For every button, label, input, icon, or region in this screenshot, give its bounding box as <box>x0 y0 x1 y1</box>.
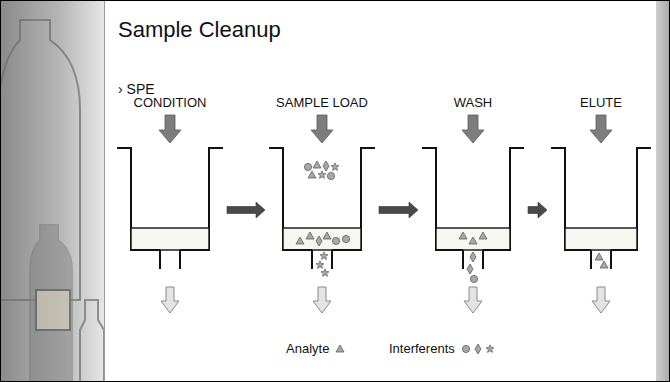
interferent-particle <box>470 275 477 282</box>
interferent-particle <box>475 344 481 354</box>
analyte-particle <box>296 237 304 244</box>
cartridge-base <box>436 249 463 251</box>
cartridge-tip <box>179 250 181 269</box>
analyte-particle <box>308 171 316 178</box>
cartridge-base <box>565 249 591 251</box>
step-arrow <box>227 202 265 218</box>
step-label: WASH <box>421 95 525 111</box>
step-label: SAMPLE LOAD <box>268 95 376 111</box>
interferent-particle <box>332 237 339 244</box>
legend-label: Interferents <box>389 341 455 357</box>
analyte-particle <box>479 232 487 239</box>
cartridge-rim <box>551 147 566 149</box>
sorbent-bed <box>283 228 361 250</box>
interferent-particle <box>318 171 326 179</box>
step-arrow <box>528 202 547 218</box>
interferent-particle <box>470 252 476 262</box>
interferent-particle <box>323 161 329 171</box>
flow-arrow <box>159 115 181 143</box>
cartridge-base <box>283 249 312 251</box>
cartridge-tip <box>331 250 333 269</box>
bottle-photo <box>0 20 104 382</box>
legend-entry: Analyte <box>286 341 347 357</box>
flow-arrow <box>462 115 484 143</box>
cartridge-tip <box>482 250 484 269</box>
cartridge-drawing <box>116 95 224 317</box>
flow-arrow <box>464 287 482 313</box>
interferent-particle <box>304 163 311 170</box>
spe-step: WASH <box>421 95 525 317</box>
interferent-particle <box>462 345 469 352</box>
cartridge-base <box>611 249 637 251</box>
cartridge-base <box>483 249 510 251</box>
flow-arrow <box>313 287 331 313</box>
spe-step: CONDITION <box>116 95 224 317</box>
flow-arrow <box>311 115 333 143</box>
particles <box>595 253 608 268</box>
analyte-particle <box>306 232 314 239</box>
analyte-particle <box>595 253 603 260</box>
cartridge-tip <box>159 250 161 269</box>
cartridge-tip <box>610 250 612 269</box>
particles <box>459 232 487 283</box>
spe-cartridge <box>269 115 375 313</box>
flow-arrow <box>161 287 179 313</box>
analyte-particle <box>313 161 321 168</box>
cartridge-drawing <box>421 95 525 317</box>
legend-label: Analyte <box>286 341 329 357</box>
cartridge-base <box>180 249 209 251</box>
cartridge-base <box>131 249 160 251</box>
cartridge-rim <box>117 147 132 149</box>
analyte-particle <box>469 237 477 244</box>
cartridge-rim <box>422 147 437 149</box>
analyte-particle <box>336 345 344 352</box>
spe-step: ELUTE <box>550 95 652 317</box>
spe-cartridge <box>117 115 223 313</box>
particles <box>296 161 350 276</box>
cartridge-drawing <box>268 95 376 317</box>
sorbent-bed <box>131 228 209 250</box>
cartridge-tip <box>462 250 464 269</box>
cartridge-rim <box>269 147 284 149</box>
interferent-particle <box>486 345 494 353</box>
step-label: ELUTE <box>550 95 652 111</box>
step-label: CONDITION <box>116 95 224 111</box>
cartridge-tip <box>590 250 592 269</box>
analyte-particle <box>459 232 467 239</box>
spe-cartridge <box>551 115 651 313</box>
cartridge-rim <box>360 147 375 149</box>
legend-symbol <box>333 342 347 356</box>
cartridge-base <box>332 249 361 251</box>
cartridge-rim <box>208 147 223 149</box>
sorbent-bed <box>565 228 637 250</box>
cartridge-rim <box>509 147 524 149</box>
cartridge-drawing <box>550 95 652 317</box>
edge-strip <box>656 0 670 382</box>
interferent-particle <box>342 235 349 242</box>
interferent-particle <box>320 252 328 260</box>
interferent-particle <box>331 163 339 171</box>
cartridge-tip <box>311 250 313 269</box>
spe-cartridge <box>422 115 524 313</box>
legend-symbol <box>459 342 497 356</box>
interferent-particle <box>467 264 473 274</box>
interferent-particle <box>316 236 322 246</box>
slide-title: Sample Cleanup <box>118 16 281 44</box>
step-arrow <box>379 202 418 218</box>
flow-arrow <box>590 115 612 143</box>
interferent-particle <box>321 269 329 277</box>
sorbent-bed <box>436 228 510 250</box>
interferent-particle <box>316 261 324 269</box>
analyte-particle <box>600 261 608 268</box>
flow-arrow <box>592 287 610 313</box>
cartridge-rim <box>636 147 651 149</box>
analyte-particle <box>323 232 331 239</box>
photo-strip <box>0 0 104 382</box>
spe-step: SAMPLE LOAD <box>268 95 376 317</box>
interferent-particle <box>327 172 334 179</box>
legend-entry: Interferents <box>389 341 497 357</box>
